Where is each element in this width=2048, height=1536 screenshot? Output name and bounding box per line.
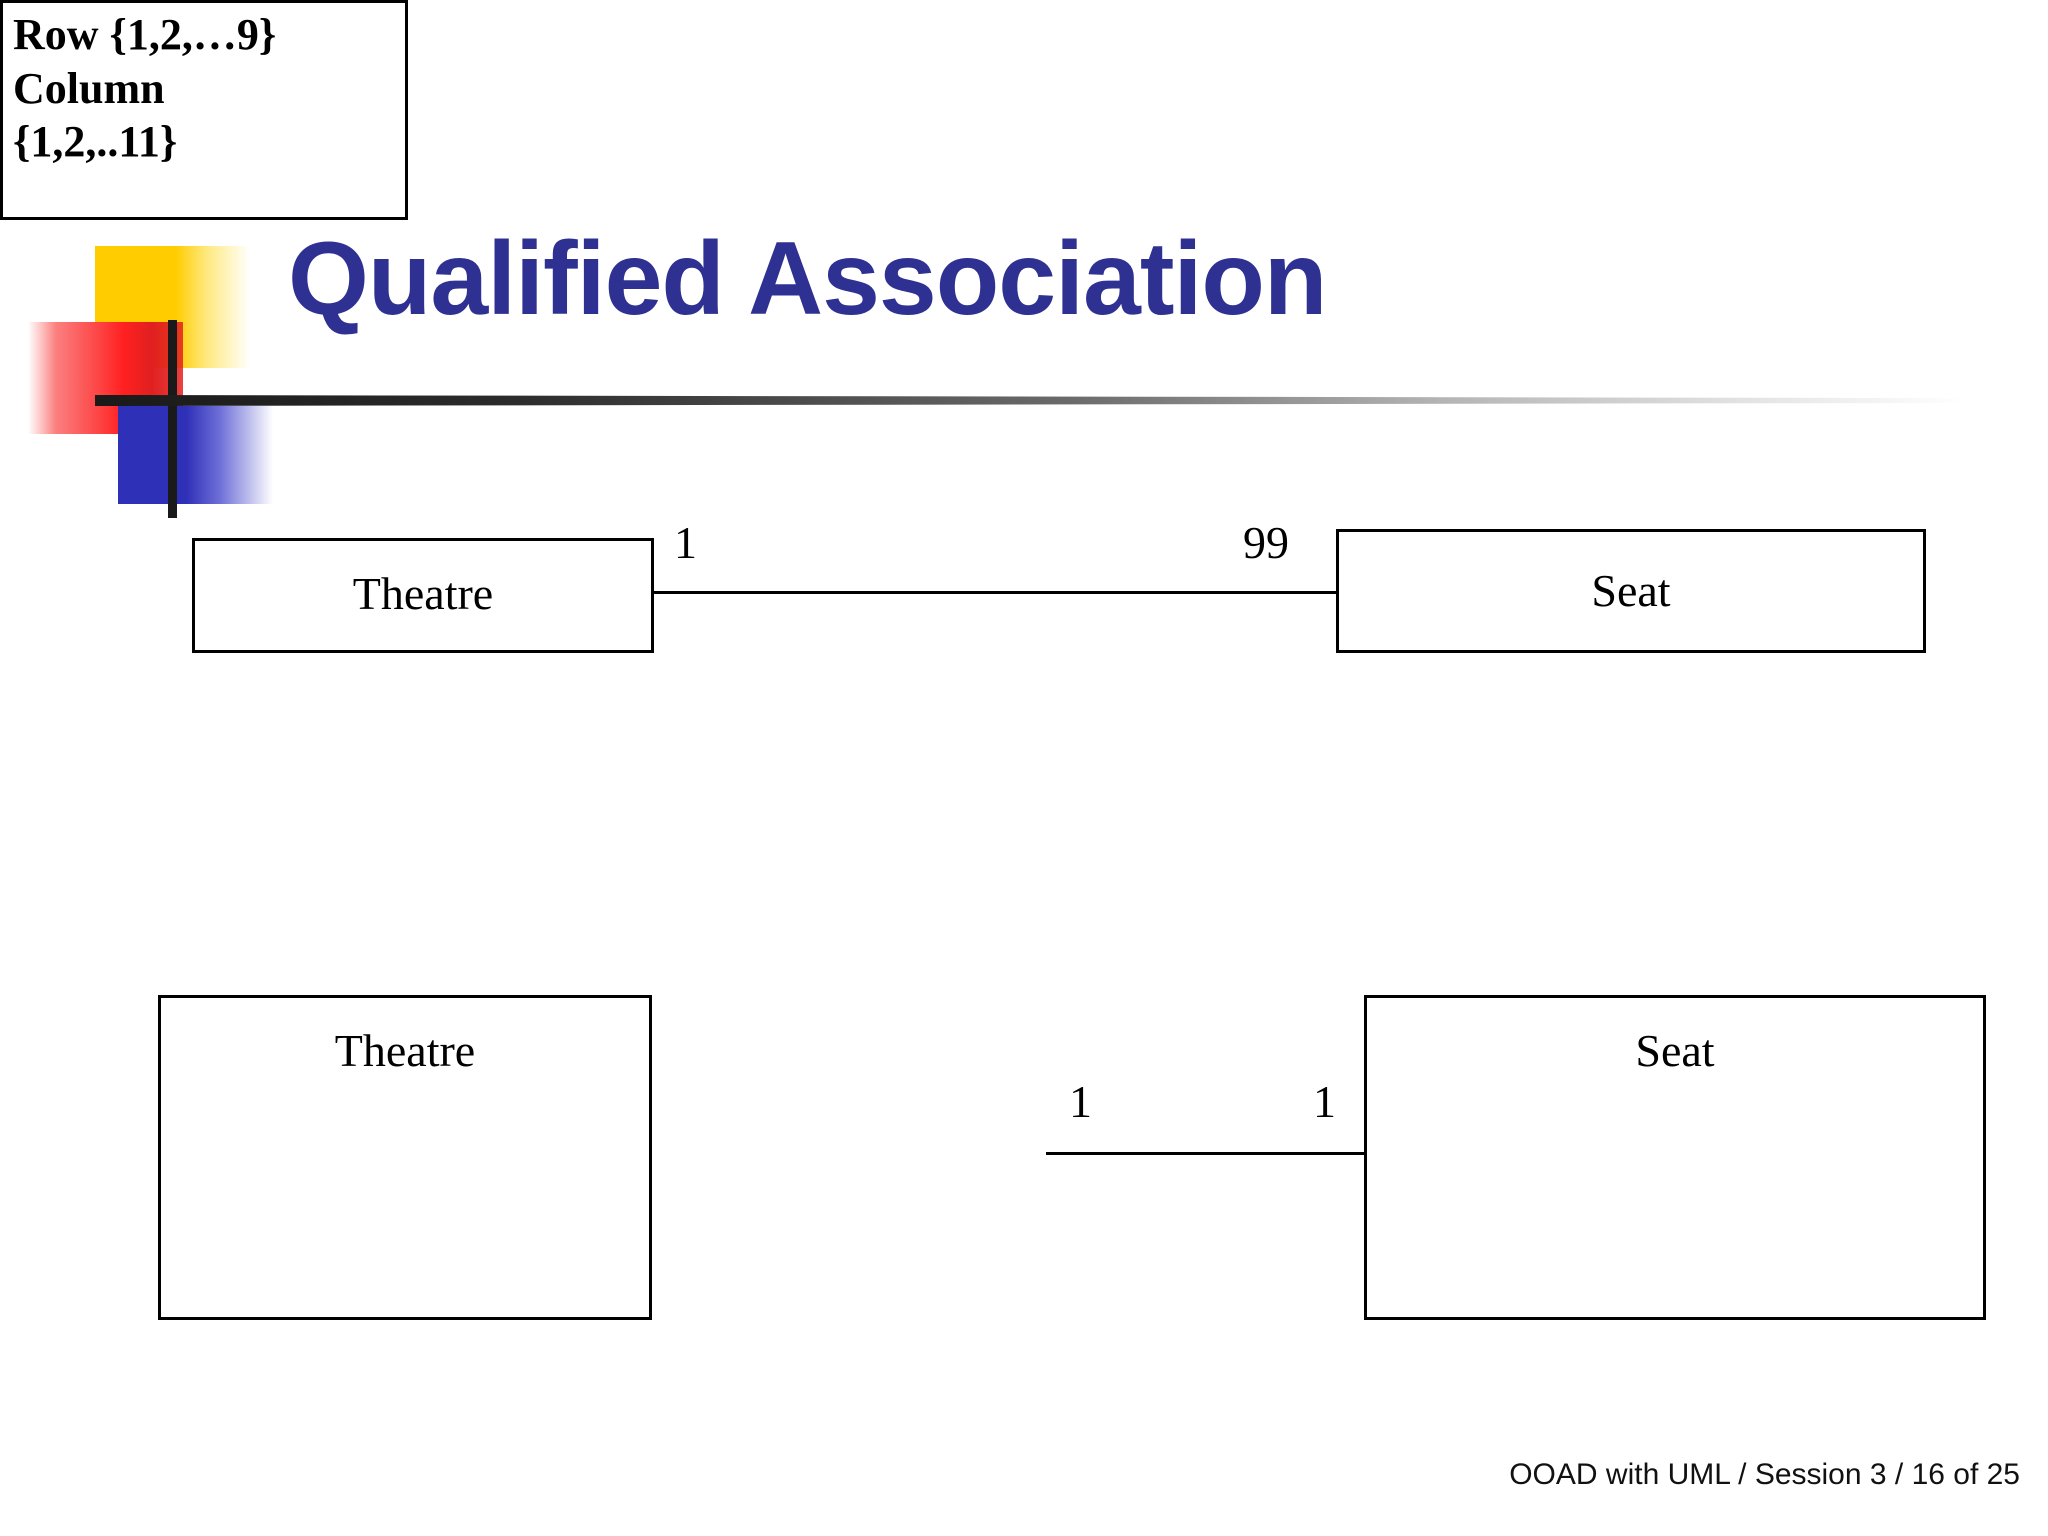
uml-qualifier-box: Row {1,2,…9} Column {1,2,..11} [0, 0, 408, 220]
uml-class-theatre-top: Theatre [192, 538, 654, 653]
uml-class-theatre-bottom: Theatre [158, 995, 652, 1320]
header-divider [95, 395, 1965, 406]
uml-class-label: Theatre [334, 1025, 476, 1076]
logo-blue-square [118, 406, 273, 504]
uml-class-label: Theatre [352, 568, 494, 619]
page-title: Qualified Association [288, 221, 1327, 337]
uml-association-line-top [652, 591, 1338, 594]
multiplicity-left-top: 1 [674, 517, 697, 568]
uml-class-seat-top: Seat [1336, 529, 1926, 653]
uml-class-seat-bottom: Seat [1364, 995, 1986, 1320]
uml-class-label: Seat [1635, 1025, 1715, 1076]
slide-footer: OOAD with UML / Session 3 / 16 of 25 [1509, 1458, 2020, 1491]
multiplicity-right-bottom: 1 [1313, 1076, 1336, 1127]
multiplicity-right-top: 99 [1243, 517, 1289, 568]
uml-association-line-bottom [1046, 1152, 1366, 1155]
uml-qualifier-text: Row {1,2,…9} Column {1,2,..11} [13, 10, 277, 167]
logo-vertical-bar [168, 320, 177, 518]
uml-class-label: Seat [1591, 565, 1671, 616]
slide-logo-decoration [0, 150, 300, 518]
multiplicity-left-bottom: 1 [1069, 1076, 1092, 1127]
